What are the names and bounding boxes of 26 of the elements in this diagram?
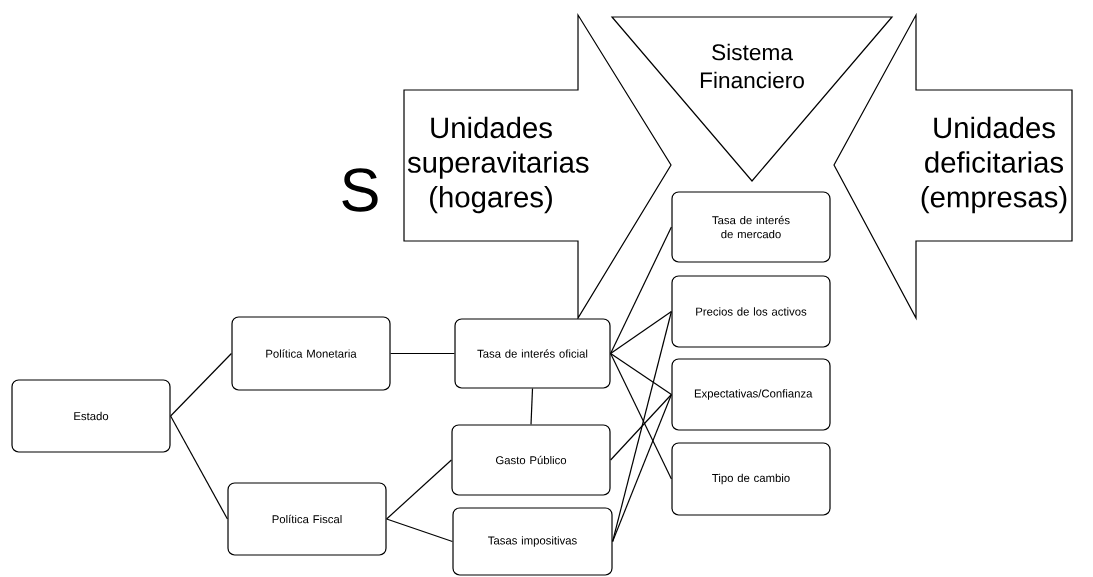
process-box: Precios de los activos [671,275,831,348]
connector-line [612,310,672,543]
big-letter: S [342,168,378,212]
process-box: Estado [11,379,171,453]
connector-line [610,226,672,355]
process-box: Tipo de cambio [671,442,831,516]
pointed-panel: Unidades deficitarias (empresas) [833,12,1073,321]
connector-line [610,352,672,396]
process-box: Gasto Público [451,424,611,496]
process-box: Tasa de interés oficial [454,318,611,389]
connector-line [610,393,672,461]
connector-line [386,518,453,543]
connector-line [612,393,672,543]
connector-line [170,415,228,520]
process-box: Expectativas/Confianza [671,358,831,431]
process-box: Tasa de interés de mercado [671,191,831,263]
connector-line [530,388,534,425]
connector-line [610,352,672,480]
process-box: Política Fiscal [227,482,387,556]
connector-line [386,459,452,520]
process-box: Tasas impositivas [452,507,613,576]
process-box: Política Monetaria [231,316,391,391]
pointed-panel: Unidades superavitarias (hogares) [403,12,672,321]
connector-line [610,310,672,355]
connector-line [170,352,232,417]
connector-line [390,352,455,355]
